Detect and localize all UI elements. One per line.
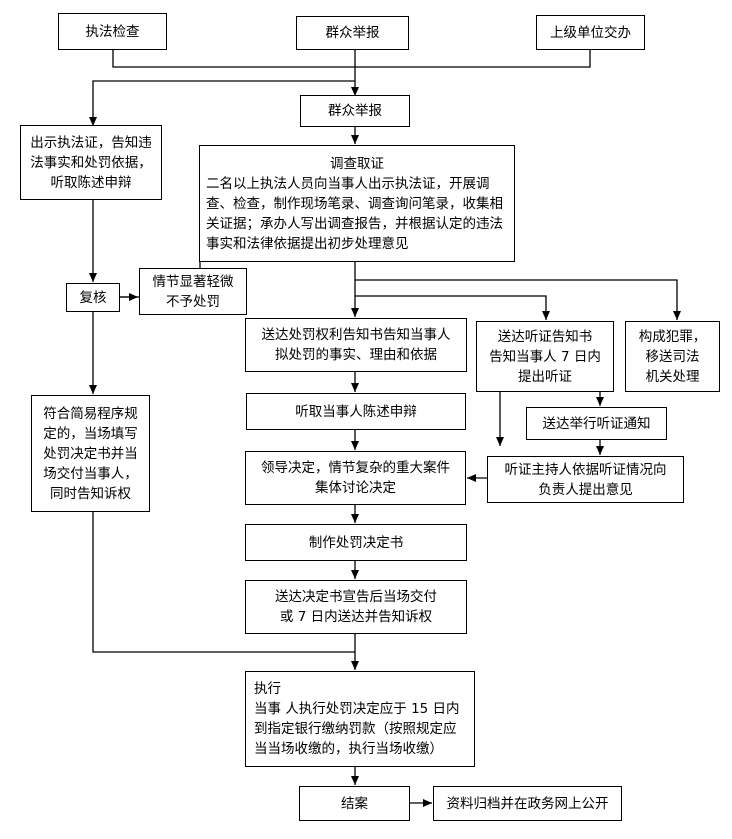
node-make-decision: 制作处罚决定书 — [245, 524, 467, 561]
node-investigation: 调查取证 二名以上执法人员向当事人出示执法证，开展调查、检查，制作现场笔录、调查… — [199, 145, 515, 262]
connector — [355, 295, 550, 320]
node-public-report-top: 群众举报 — [296, 16, 409, 50]
connector — [89, 80, 355, 126]
node-deliver-decision: 送达决定书宣告后当场交付 或 7 日内送达并告知诉权 — [245, 580, 467, 634]
node-hearing-host-opinion: 听证主持人依据听证情况向 负责人提出意见 — [487, 456, 684, 503]
node-show-credentials: 出示执法证，告知违 法事实和处罚依据， 听取陈述申辩 — [20, 125, 162, 200]
node-hearing-notice: 送达听证告知书 告知当事人 7 日内 提出听证 — [476, 321, 614, 392]
node-superior-assignment: 上级单位交办 — [536, 15, 645, 50]
node-notify-penalty-rights: 送达处罚权利告知书告知当事人 拟处罚的事实、理由和依据 — [245, 318, 467, 372]
node-case-closed: 结案 — [299, 786, 410, 821]
node-public-report: 群众举报 — [300, 95, 410, 127]
investigation-body: 二名以上执法人员向当事人出示执法证，开展调查、检查，制作现场笔录、调查询问笔录，… — [206, 175, 503, 252]
node-criminal-transfer: 构成犯罪， 移送司法 机关处理 — [625, 321, 720, 392]
node-enforcement-inspection: 执法检查 — [58, 13, 167, 50]
node-review: 复核 — [66, 283, 120, 312]
node-hearing-held-notice: 送达举行听证通知 — [526, 407, 667, 440]
investigation-title: 调查取证 — [330, 155, 384, 172]
node-minor-no-penalty: 情节显著轻微 不予处罚 — [139, 268, 247, 315]
connector — [112, 50, 591, 68]
node-execution: 执行 当事 人执行处罚决定应于 15 日内 到指定银行缴纳罚款（按照规定应 当当… — [245, 671, 475, 767]
node-hear-statement: 听取当事人陈述申辩 — [246, 393, 466, 430]
node-leader-decision: 领导决定，情节复杂的重大案件 集体讨论决定 — [245, 451, 466, 505]
node-archive-publish: 资料归档并在政务网上公开 — [433, 786, 622, 821]
connector — [92, 512, 355, 653]
node-simple-procedure: 符合简易程序规 定的，当场填写 处罚决定书并当 场交付当事人， 同时告知诉权 — [31, 395, 150, 512]
connector — [355, 279, 681, 320]
